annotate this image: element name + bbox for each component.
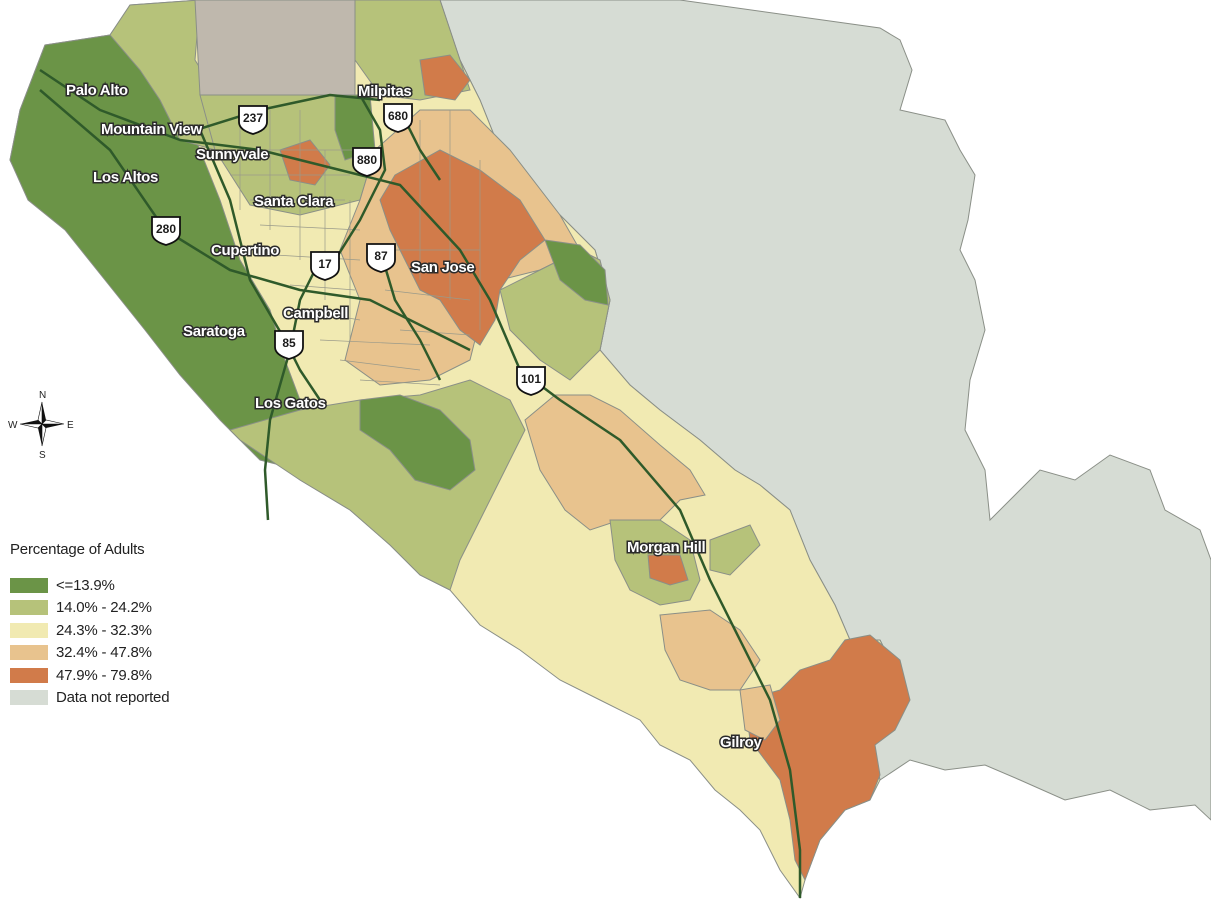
legend-swatch: [10, 645, 48, 661]
city-label-sunnyvale: Sunnyvale: [196, 146, 268, 163]
svg-text:680: 680: [388, 109, 408, 123]
shield-880-icon: 880: [352, 147, 382, 177]
compass-s: S: [39, 450, 46, 461]
legend-swatch: [10, 577, 48, 593]
shield-87-icon: 87: [366, 243, 396, 273]
legend-label: 24.3% - 32.3%: [56, 621, 152, 639]
shield-237-icon: 237: [238, 105, 268, 135]
legend-item: 24.3% - 32.3%: [10, 619, 240, 642]
compass-n: N: [39, 390, 46, 401]
legend-item: Data not reported: [10, 687, 240, 710]
highway-network: [39, 68, 802, 898]
shield-101-icon: 101: [516, 366, 546, 396]
city-labels: Palo Alto Mountain View Sunnyvale Los Al…: [65, 81, 765, 753]
svg-text:101: 101: [521, 372, 541, 386]
city-label-saratoga: Saratoga: [183, 323, 246, 340]
legend-item: 32.4% - 47.8%: [10, 642, 240, 665]
region-east-foothills-dark: [544, 239, 609, 306]
city-label-mountain-view: Mountain View: [101, 121, 202, 138]
legend-title: Percentage of Adults: [10, 541, 145, 558]
legend-item: 47.9% - 79.8%: [10, 664, 240, 687]
legend-swatch: [10, 622, 48, 638]
legend-swatch: [10, 690, 48, 706]
city-label-los-altos: Los Altos: [93, 169, 158, 186]
highway-237-line: [179, 93, 381, 137]
legend-item: 14.0% - 24.2%: [10, 597, 240, 620]
highway-85-line: [198, 129, 322, 401]
legend-item: <=13.9%: [10, 574, 240, 597]
city-label-palo-alto: Palo Alto: [66, 82, 128, 99]
region-milpitas-hot: [419, 54, 471, 101]
legend-label: 47.9% - 79.8%: [56, 666, 152, 684]
highway-87-line: [378, 249, 442, 381]
legend-label: Data not reported: [56, 689, 170, 707]
city-label-cupertino: Cupertino: [211, 242, 279, 259]
svg-text:280: 280: [156, 222, 176, 236]
city-label-gilroy: Gilroy: [720, 734, 763, 751]
svg-text:85: 85: [282, 336, 296, 350]
city-label-santa-clara: Santa Clara: [254, 193, 334, 210]
svg-text:87: 87: [374, 249, 388, 263]
city-label-campbell: Campbell: [283, 305, 348, 322]
region-morgan-hill-east: [709, 524, 761, 576]
legend-label: 32.4% - 47.8%: [56, 644, 152, 662]
shield-680-icon: 680: [383, 103, 413, 133]
region-baylands: [194, 0, 356, 101]
region-gilroy: [744, 634, 911, 882]
legend-label: 14.0% - 24.2%: [56, 599, 152, 617]
legend-swatch: [10, 600, 48, 616]
highway-17-line: [263, 259, 322, 521]
highway-280-line: [39, 89, 471, 352]
svg-text:237: 237: [243, 111, 263, 125]
compass-w: W: [8, 420, 18, 431]
svg-text:17: 17: [318, 257, 332, 271]
city-label-milpitas: Milpitas: [358, 83, 411, 100]
compass-rose-icon: N S E W: [8, 390, 74, 461]
legend-label: <=13.9%: [56, 576, 115, 594]
city-label-los-gatos: Los Gatos: [255, 395, 326, 412]
svg-text:880: 880: [357, 153, 377, 167]
region-morgan-hill-hot: [647, 554, 689, 586]
city-label-san-jose: San Jose: [411, 259, 474, 276]
shield-85-icon: 85: [274, 330, 304, 360]
shield-17-icon: 17: [310, 251, 340, 281]
city-label-morgan-hill: Morgan Hill: [627, 539, 705, 556]
compass-e: E: [67, 420, 74, 431]
highway-shields: 237 680 880 280 17 87 85 101: [151, 103, 546, 396]
map-legend: Percentage of Adults <=13.9% 14.0% - 24.…: [10, 541, 240, 709]
highway-880-line: [333, 94, 387, 261]
region-east-san-jose: [379, 149, 546, 346]
shield-280-icon: 280: [151, 216, 181, 246]
region-los-gatos-hills: [359, 394, 476, 491]
legend-swatch: [10, 667, 48, 683]
region-coyote-valley: [524, 394, 706, 531]
